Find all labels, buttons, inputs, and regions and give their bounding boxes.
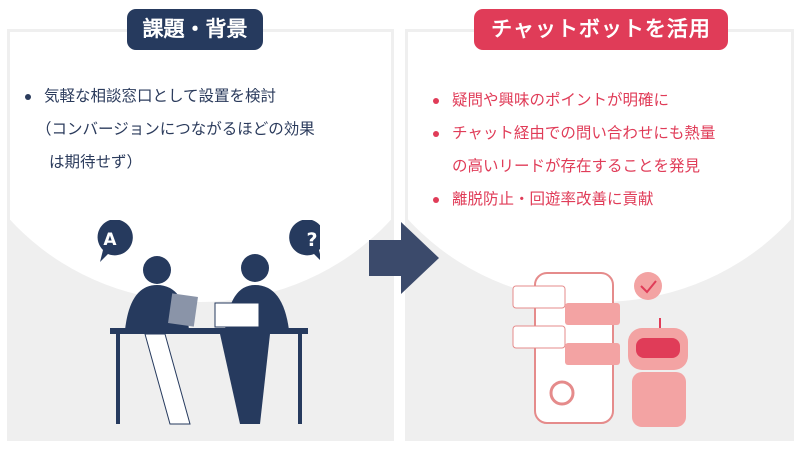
arrow-right-icon (369, 222, 439, 294)
speech-bubble-icon (97, 220, 133, 262)
chatbot-illustration (512, 272, 688, 427)
list-item: 離脱防止・回遊率改善に貢献 (430, 183, 800, 216)
list-item: の高いリードが存在することを発見 (452, 157, 701, 175)
challenge-panel (7, 29, 394, 441)
gear-icon (549, 380, 575, 406)
list-item: 気軽な相談窓口として設置を検討 (22, 80, 392, 113)
challenge-badge: 課題・背景 (127, 9, 263, 50)
svg-text:?: ? (306, 229, 317, 251)
solution-badge: チャットボットを活用 (474, 9, 728, 50)
solution-list: 疑問や興味のポイントが明確に チャット経由での問い合わせにも熱量 の高いリードが… (430, 84, 800, 216)
question-bubble-icon (289, 220, 320, 260)
check-icon (634, 272, 662, 300)
list-item: 疑問や興味のポイントが明確に (430, 84, 800, 117)
list-item: は期待せず） (49, 153, 143, 171)
challenge-list: 気軽な相談窓口として設置を検討 （コンバージョンにつながるほどの効果 は期待せず… (22, 80, 392, 179)
svg-text:A: A (103, 230, 117, 250)
consultation-illustration: A ? (97, 220, 320, 425)
solution-panel (405, 29, 794, 441)
list-item: チャット経由での問い合わせにも熱量 (430, 117, 800, 150)
list-item: （コンバージョンにつながるほどの効果 (36, 120, 315, 138)
